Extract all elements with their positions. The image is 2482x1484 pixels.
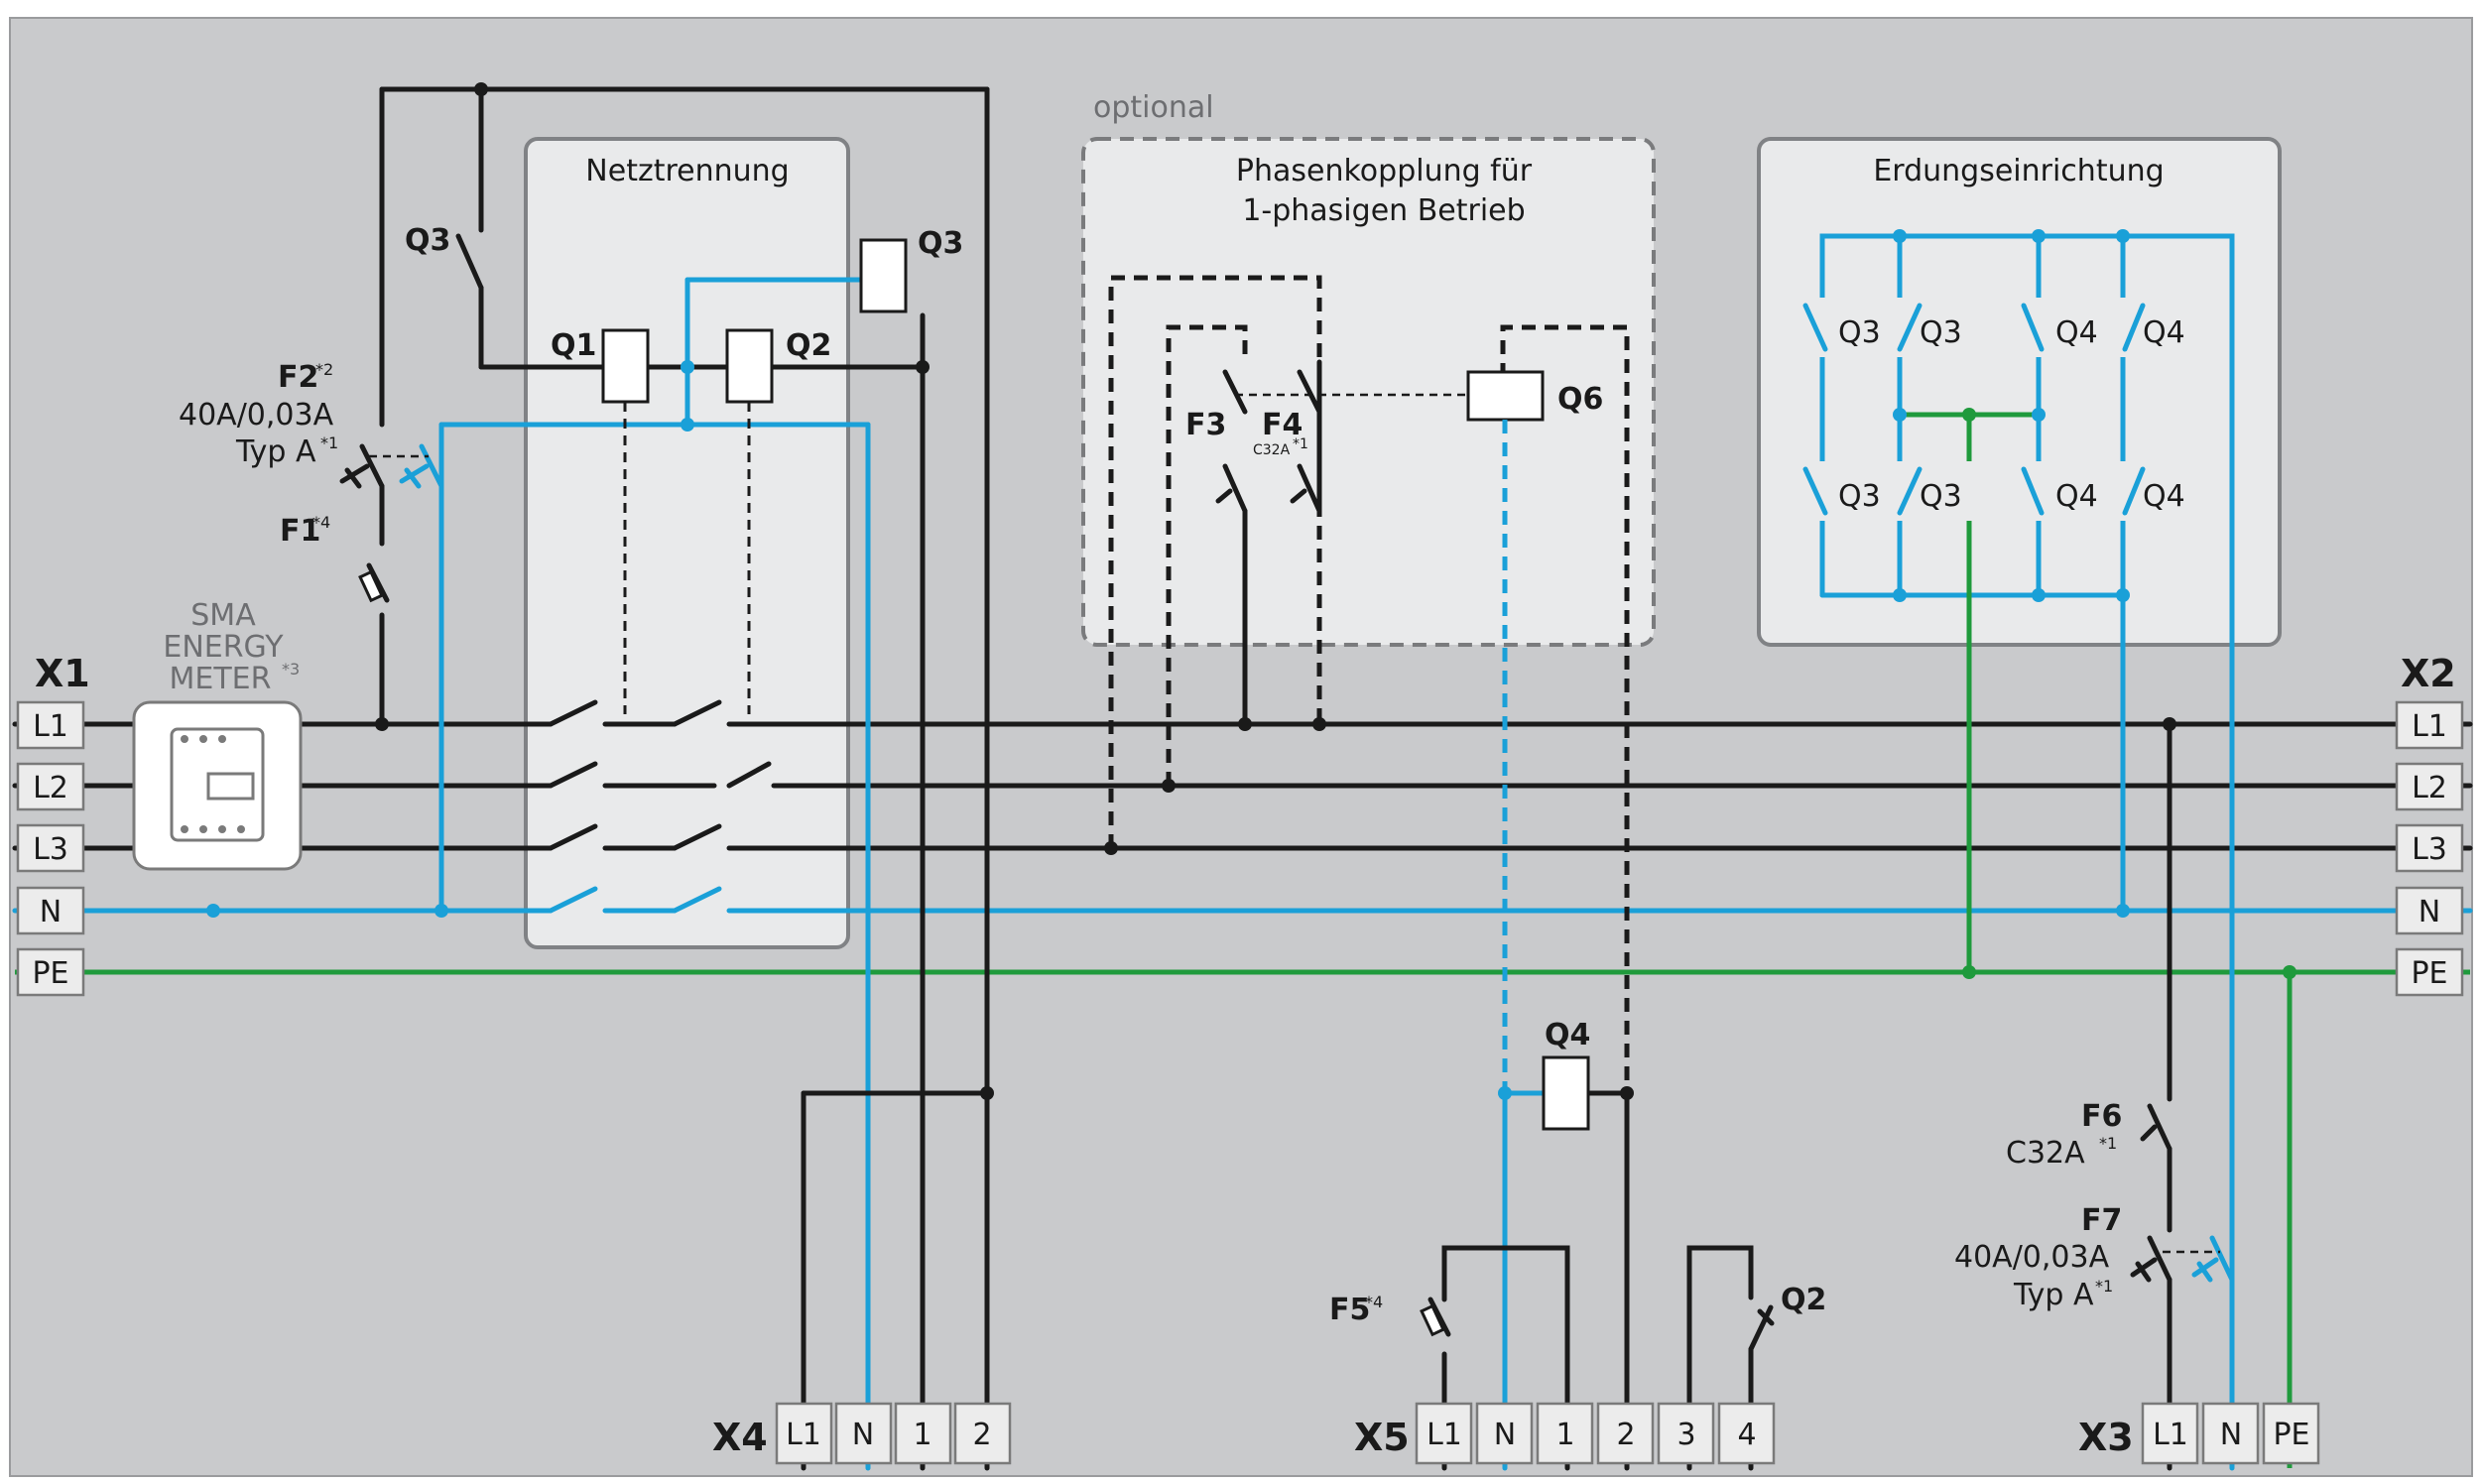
f2-note: *2: [315, 360, 333, 379]
f1-note: *4: [312, 513, 330, 532]
q4-label: Q4: [1545, 1018, 1590, 1052]
f3-label: F3: [1185, 408, 1226, 442]
f7-type: Typ A: [2013, 1278, 2094, 1312]
svg-text:L1: L1: [786, 1418, 821, 1452]
meter-label-2: ENERGY: [163, 630, 284, 665]
f6-rating: C32A: [2006, 1136, 2085, 1171]
svg-text:PE: PE: [2273, 1418, 2309, 1452]
f6-label: F6: [2081, 1099, 2122, 1134]
panel-netztrennung-title: Netztrennung: [585, 154, 789, 188]
q2-coil: [725, 328, 774, 404]
erdung-q3-1: Q3: [1838, 315, 1881, 350]
svg-text:4: 4: [1737, 1418, 1756, 1452]
svg-text:L1: L1: [33, 709, 68, 744]
svg-text:N: N: [1494, 1418, 1516, 1452]
svg-text:N: N: [852, 1418, 874, 1452]
f4-rating: C32A: [1253, 442, 1291, 458]
q6-coil: [1466, 370, 1545, 422]
erdung-q4-3: Q4: [2055, 479, 2098, 514]
f2-label: F2: [278, 360, 318, 395]
panel-phasenkopplung-title-2: 1-phasigen Betrieb: [1242, 193, 1525, 228]
erdung-q3-3: Q3: [1838, 479, 1881, 514]
svg-text:L2: L2: [33, 771, 68, 805]
svg-text:L3: L3: [33, 832, 68, 867]
meter-note: *3: [282, 660, 300, 679]
f2-type-note: *1: [320, 433, 338, 452]
panel-phasenkopplung-title-1: Phasenkopplung für: [1236, 154, 1533, 188]
netztrennung-contacts: [523, 402, 851, 932]
svg-text:1: 1: [1555, 1418, 1574, 1452]
erdung-q4-1: Q4: [2055, 315, 2098, 350]
optional-label: optional: [1093, 90, 1214, 125]
f5-label: F5: [1329, 1293, 1370, 1327]
x2-label: X2: [2401, 652, 2456, 695]
q3-left-contact: [455, 233, 484, 291]
q3-coil: [859, 238, 908, 313]
panel-erdungseinrichtung-title: Erdungseinrichtung: [1873, 154, 2164, 188]
erdung-q3-2: Q3: [1920, 315, 1962, 350]
q1-coil: [601, 328, 650, 404]
f2-rcd-icon: [339, 443, 444, 489]
x3-terminals: L1 N PE: [2141, 1402, 2320, 1465]
x2-terminals: L1 L2 L3 N PE: [2395, 700, 2464, 997]
q3-coil-label: Q3: [918, 226, 963, 261]
x5-terminals: L1 N 1 2 3 4: [1415, 1402, 1776, 1465]
f1-fuse-icon: [358, 562, 390, 603]
svg-text:1: 1: [913, 1418, 931, 1452]
q2-contact-label: Q2: [1781, 1283, 1826, 1317]
svg-text:PE: PE: [32, 956, 68, 991]
f7-label: F7: [2081, 1203, 2122, 1238]
f5-fuse-icon: [1420, 1297, 1451, 1337]
q2-label: Q2: [786, 328, 831, 363]
meter-label-1: SMA: [190, 598, 256, 633]
f5-note: *4: [1365, 1293, 1383, 1311]
f7-rating: 40A/0,03A: [1954, 1240, 2110, 1275]
svg-text:N: N: [2419, 895, 2440, 929]
q1-label: Q1: [551, 328, 596, 363]
erdung-q3-4: Q3: [1920, 479, 1962, 514]
left-feeder-wiring: [206, 82, 990, 1471]
f4-label: F4: [1262, 408, 1303, 442]
svg-text:L3: L3: [2412, 832, 2447, 867]
f6-note: *1: [2099, 1134, 2117, 1153]
svg-text:2: 2: [972, 1418, 991, 1452]
erdung-q4-4: Q4: [2143, 479, 2185, 514]
phasenkopplung-wiring: [1104, 275, 1630, 1093]
f1-label: F1: [280, 514, 320, 549]
svg-text:L2: L2: [2412, 771, 2447, 805]
svg-text:L1: L1: [1427, 1418, 1462, 1452]
svg-text:N: N: [2220, 1418, 2242, 1452]
svg-text:2: 2: [1616, 1418, 1635, 1452]
erdung-wiring: [1819, 229, 2235, 1471]
svg-text:L1: L1: [2412, 709, 2447, 744]
erdung-contacts: [1802, 298, 2148, 521]
x5-label: X5: [1354, 1416, 1410, 1459]
svg-text:L1: L1: [2153, 1418, 2188, 1452]
panel-erdungseinrichtung: [1757, 137, 2282, 647]
panel-phasenkopplung: [1081, 137, 1656, 647]
svg-text:PE: PE: [2411, 956, 2447, 991]
q6-label: Q6: [1557, 382, 1603, 417]
f4-note: *1: [1293, 436, 1308, 452]
q3-left-label: Q3: [405, 223, 450, 258]
f2-rating: 40A/0,03A: [179, 398, 334, 433]
svg-text:3: 3: [1676, 1418, 1695, 1452]
q4-coil: [1542, 1055, 1590, 1131]
x4-label: X4: [712, 1416, 768, 1459]
svg-text:N: N: [40, 895, 62, 929]
x1-terminals: L1 L2 L3 N PE: [16, 700, 85, 997]
x3-label: X3: [2078, 1416, 2134, 1459]
meter-label-3: METER: [170, 662, 272, 696]
f7-note: *1: [2095, 1277, 2113, 1296]
x4-terminals: L1 N 1 2: [775, 1402, 1012, 1465]
erdung-q4-2: Q4: [2143, 315, 2185, 350]
energy-meter-icon: [132, 700, 303, 871]
f2-type: Typ A: [235, 434, 316, 469]
x1-label: X1: [35, 652, 90, 695]
